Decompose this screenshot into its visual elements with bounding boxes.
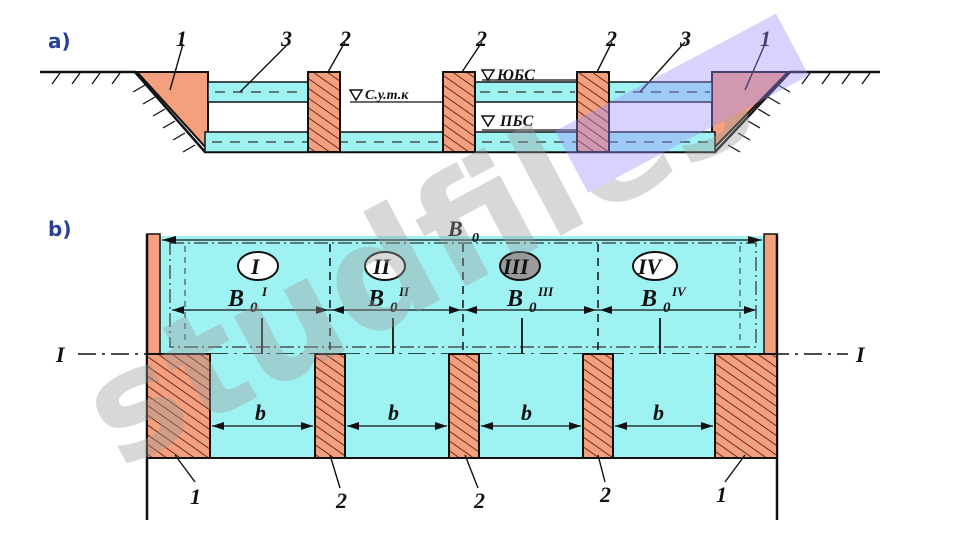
callout-abutment-left: 1 (176, 26, 187, 51)
bay-3-width-sup: III (537, 284, 554, 299)
level-label-middle: С.у.т.к (365, 88, 409, 103)
opening-1-label: b (255, 400, 266, 425)
plan-leader-lines (174, 454, 746, 489)
plan-view: B 0 I B 0 I II B 0 II III (55, 216, 866, 520)
level-marker-middle (348, 89, 364, 102)
opening-4-label: b (653, 400, 664, 425)
leader-lines (169, 41, 766, 93)
plan-pier-1 (314, 353, 346, 459)
panel-label-b: b) (48, 217, 71, 241)
opening-3-label: b (521, 400, 532, 425)
bay-4-width: B (640, 286, 657, 312)
bay-3: III B 0 III (499, 251, 554, 316)
callout-pier-2: 2 (475, 26, 487, 51)
bay-2-badge (364, 251, 406, 281)
callout-abutment-right: 1 (760, 26, 771, 51)
plan-callout-pier-3: 2 (599, 482, 611, 507)
right-abutment (711, 71, 791, 153)
level-label-lower: ПБС (499, 113, 534, 130)
bay-1-roman: I (250, 254, 261, 279)
right-wall (763, 233, 778, 357)
total-width-label: B (447, 216, 463, 241)
opening-arrowheads (212, 422, 713, 430)
level-label-upper: ЮБС (496, 67, 535, 84)
plan-callout-pier-1: 2 (335, 488, 347, 513)
bay-dividers (329, 244, 599, 354)
plan-abutment-left (146, 353, 211, 459)
pier-3 (576, 71, 610, 153)
bay-4-badge (632, 251, 678, 281)
plan-abutment-right (714, 353, 778, 459)
section-mark-right: I (855, 342, 866, 367)
opening-2-label: b (388, 400, 399, 425)
bay-1-width-sub: 0 (250, 300, 258, 316)
watermark-accent (555, 13, 809, 193)
bay-4: IV B 0 IV (632, 251, 687, 316)
level-marker-upper (480, 69, 496, 82)
bay-2: II B 0 II (364, 251, 410, 316)
plan-pier-2 (448, 353, 480, 459)
bay-2-width-sub: 0 (390, 300, 398, 316)
bay-2-width: B (367, 286, 384, 312)
opening-1-water (210, 354, 315, 458)
water-dashes (212, 91, 712, 143)
upstream-frame (169, 242, 757, 348)
callout-water-right: 3 (679, 26, 691, 51)
callout-water-left: 3 (280, 26, 292, 51)
bay-3-width-sub: 0 (529, 300, 537, 316)
section-mark-left: I (55, 342, 66, 367)
cross-section: ЮБС С.у.т.к ПБС 1 3 2 2 2 3 1 (40, 26, 880, 154)
total-width-sub: 0 (472, 231, 479, 246)
plan-callout-abutment-right: 1 (716, 482, 727, 507)
bay-width-arrowheads (172, 306, 756, 314)
plan-pier-3 (582, 353, 614, 459)
bay-1: I B 0 I (227, 251, 279, 316)
bay-2-roman: II (372, 254, 392, 279)
ground-hatching (51, 72, 871, 153)
bay-3-badge (499, 251, 541, 281)
opening-3-water (479, 354, 583, 458)
bay-1-badge (237, 251, 279, 281)
bay-1-width: B (227, 286, 244, 312)
bay-4-width-sup: IV (671, 284, 687, 299)
bay-3-roman: III (502, 254, 530, 279)
bay-4-width-sub: 0 (663, 300, 671, 316)
callout-pier-1: 2 (339, 26, 351, 51)
pier-2 (442, 71, 476, 153)
opening-2-water (345, 354, 449, 458)
pier-1 (307, 71, 341, 153)
bay-3-width: B (506, 286, 523, 312)
opening-4-water (613, 354, 715, 458)
left-abutment (134, 71, 209, 153)
callout-pier-3: 2 (605, 26, 617, 51)
bay-1-width-sup: I (261, 284, 268, 299)
panel-label-a: a) (48, 29, 71, 53)
bay-4-roman: IV (637, 254, 664, 279)
plan-callout-abutment-left: 1 (190, 484, 201, 509)
level-marker-lower (480, 115, 496, 128)
bay-2-width-sup: II (398, 284, 410, 299)
plan-callout-pier-2: 2 (473, 488, 485, 513)
